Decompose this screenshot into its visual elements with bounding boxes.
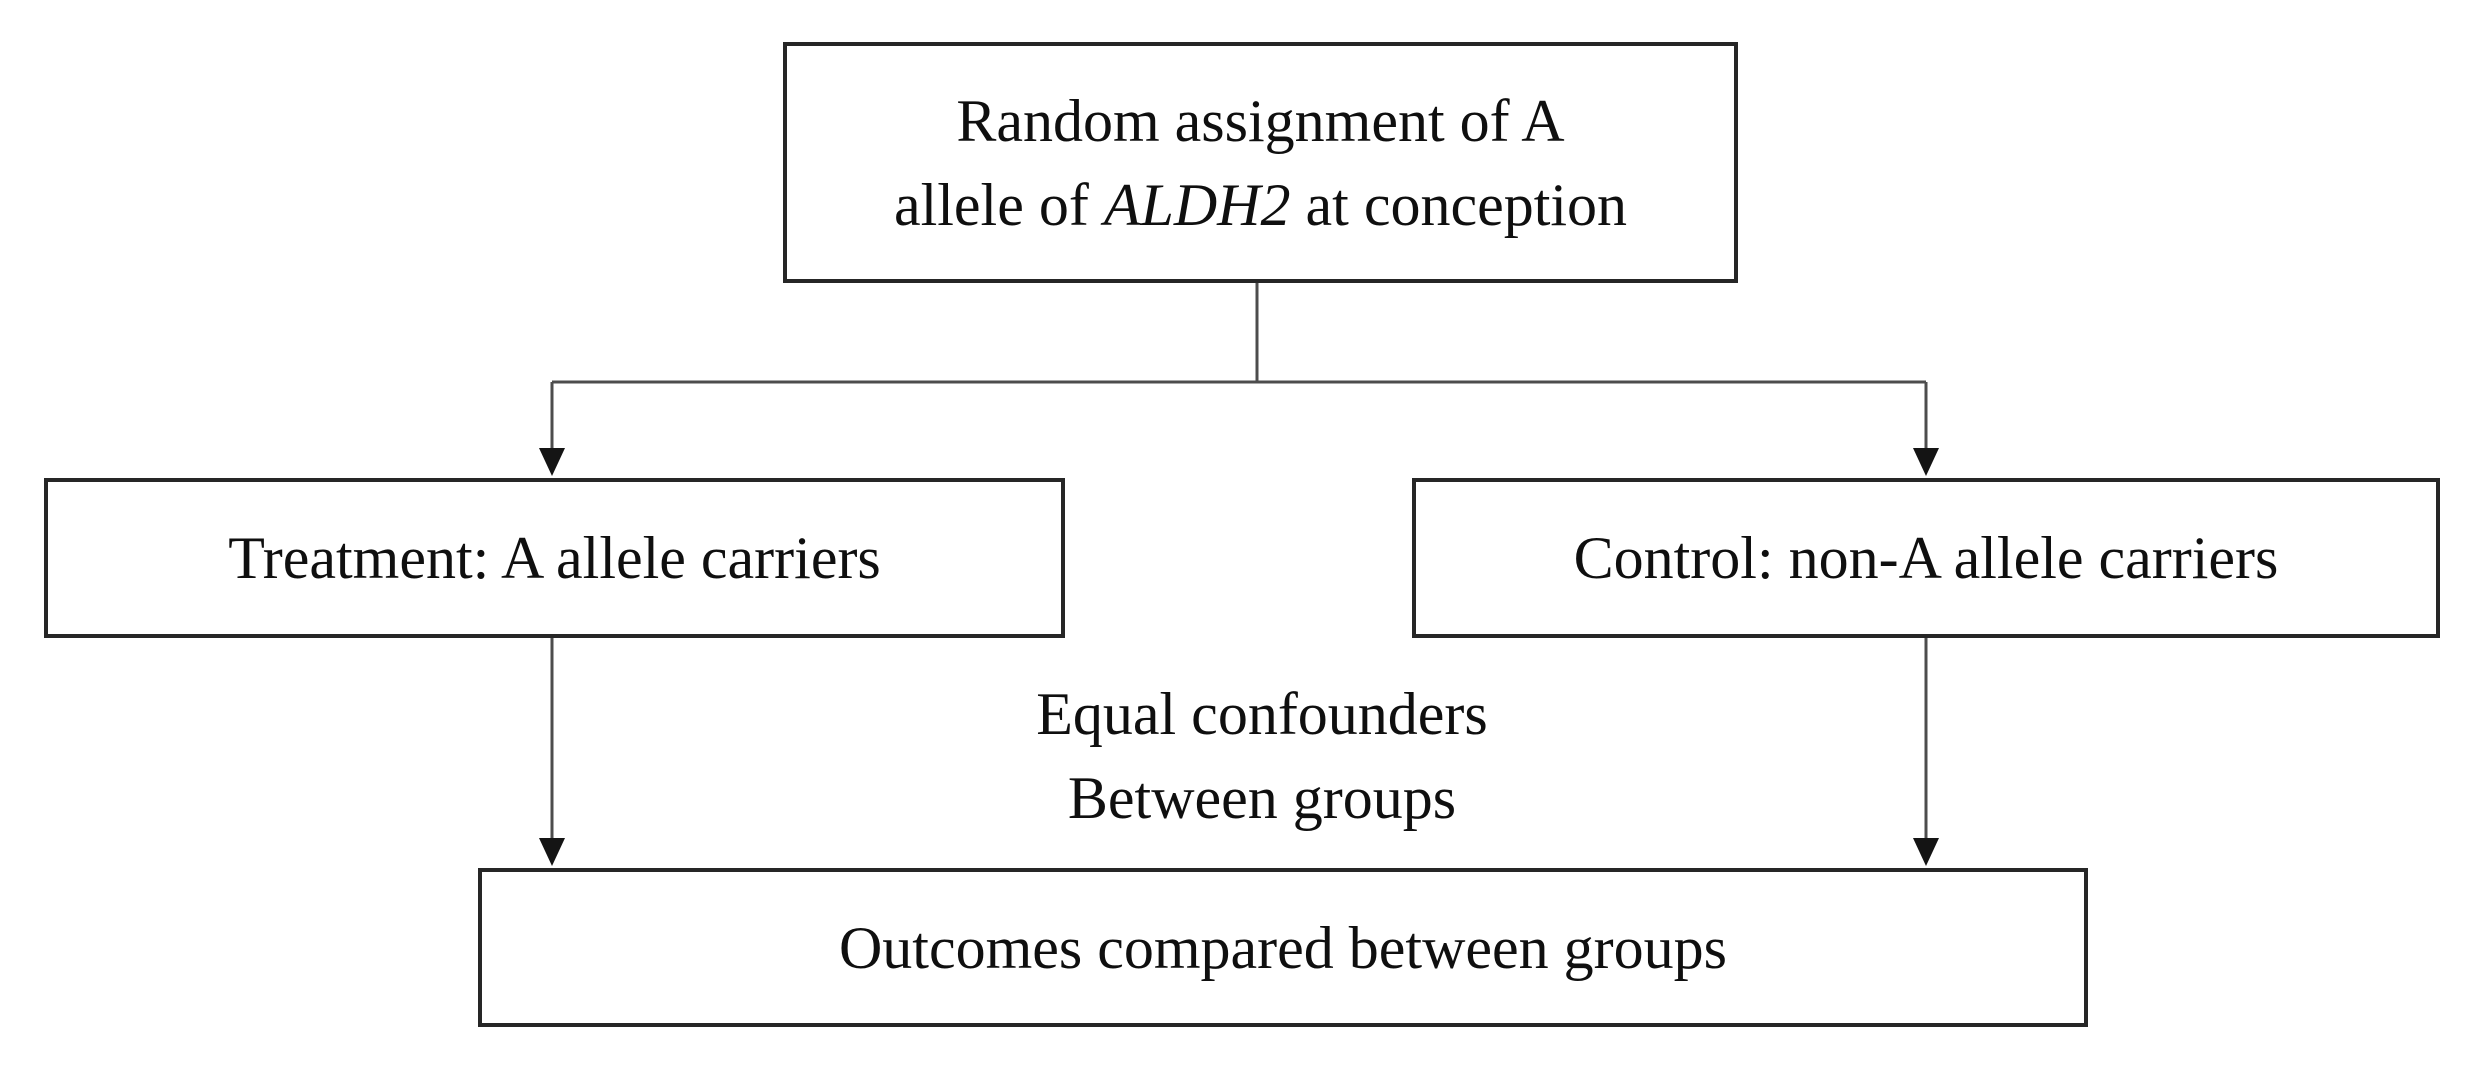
arrowhead-to-treatment-icon [539,448,565,476]
node-treatment-label: Treatment: A allele carriers [228,525,881,591]
arrowhead-to-control-icon [1913,448,1939,476]
node-random-assignment: Random assignment of A allele of ALDH2 a… [783,42,1738,283]
node-control-label: Control: non-A allele carriers [1573,525,2279,591]
node-random-assignment-line1: Random assignment of A [956,87,1565,154]
node-random-assignment-line2: allele of ALDH2 at conception [894,163,1627,247]
arrowhead-control-to-outcomes-icon [1913,838,1939,866]
node-control: Control: non-A allele carriers [1412,478,2440,638]
note-equal-confounders-line1: Equal confounders [1036,681,1488,747]
gene-name-aldh2: ALDH2 [1103,171,1291,238]
node-treatment: Treatment: A allele carriers [44,478,1065,638]
note-equal-confounders: Equal confounders Between groups [812,672,1712,840]
node-random-assignment-line2-prefix: allele of [893,171,1104,238]
arrowhead-treatment-to-outcomes-icon [539,838,565,866]
node-outcomes: Outcomes compared between groups [478,868,2088,1027]
node-outcomes-label: Outcomes compared between groups [838,914,1728,981]
note-equal-confounders-line2: Between groups [1067,765,1457,831]
node-random-assignment-line2-suffix: at conception [1290,171,1628,238]
